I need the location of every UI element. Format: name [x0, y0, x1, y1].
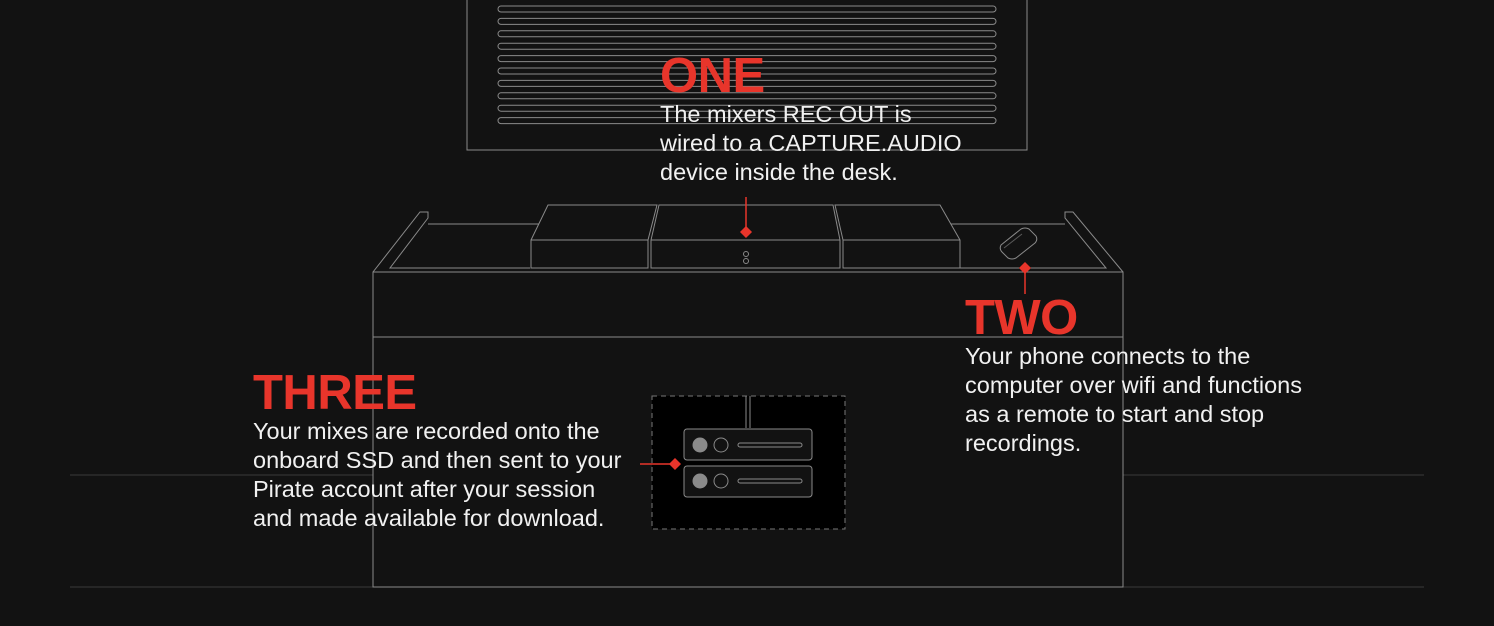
grille-slot: [497, 67, 997, 75]
grille-slot: [497, 55, 997, 63]
grille-slot: [497, 104, 997, 112]
callout-two-body: Your phone connects to the computer over…: [965, 343, 1302, 456]
callout-one: ONE The mixers REC OUT is wired to a CAP…: [660, 52, 1020, 187]
grille-slot: [497, 30, 997, 38]
grille-slot: [497, 5, 997, 13]
callout-one-heading: ONE: [660, 49, 765, 103]
callout-three-heading: THREE: [253, 366, 417, 420]
connector-three: [640, 457, 682, 471]
connector-two: [1018, 261, 1032, 294]
mixer-grille-icon: [466, 0, 1028, 151]
grille-slot: [497, 79, 997, 87]
callout-two-heading: TWO: [965, 291, 1078, 345]
grille-slot: [497, 42, 997, 50]
ssd-drive-icon: [651, 395, 846, 530]
desk-module-left: [530, 204, 658, 269]
callout-two: TWO Your phone connects to the computer …: [965, 294, 1365, 458]
phone-icon: [999, 227, 1038, 260]
callout-one-body: The mixers REC OUT is wired to a CAPTURE…: [660, 101, 962, 185]
callout-three: THREE Your mixes are recorded onto the o…: [253, 369, 673, 533]
grille-slot: [497, 117, 997, 125]
connector-one: [739, 197, 753, 239]
grille-slot: [497, 17, 997, 25]
callout-three-body: Your mixes are recorded onto the onboard…: [253, 418, 622, 531]
desk-module-right: [834, 204, 961, 269]
grille-slot: [497, 92, 997, 100]
